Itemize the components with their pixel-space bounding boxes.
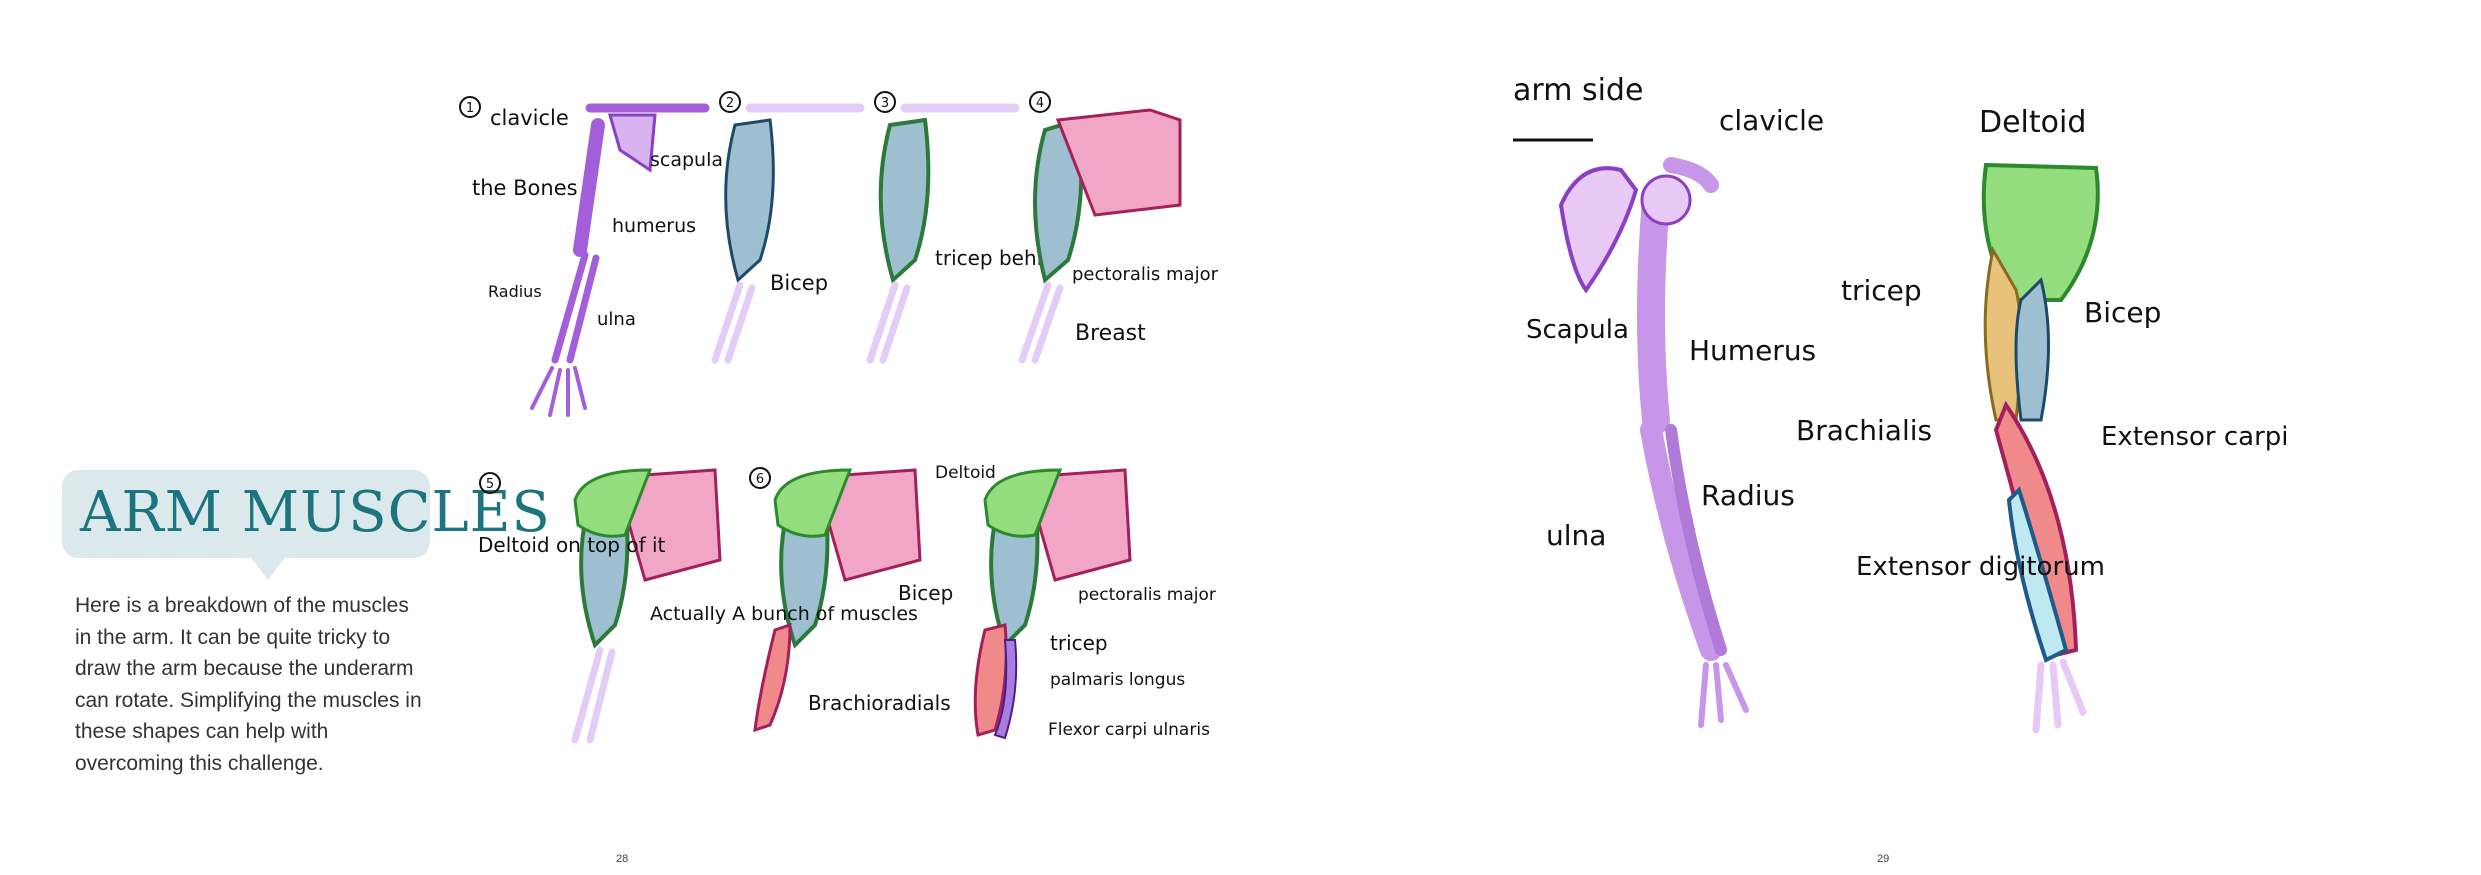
scapula-bone bbox=[608, 113, 657, 173]
radius-bone bbox=[1665, 424, 1727, 656]
forearm-faint bbox=[866, 281, 911, 364]
heading-arm-side: arm side bbox=[1513, 73, 1643, 108]
flexor-muscle bbox=[993, 639, 1018, 740]
step-2-bicep: 2 Bicep bbox=[711, 91, 865, 364]
step-number-badge bbox=[719, 91, 741, 113]
arm-skeleton-side: arm side clavicle Scapula Humerus Radius… bbox=[1513, 73, 1824, 728]
label-ulna: ulna bbox=[597, 309, 636, 330]
left-illustrations: 1 clavicle scapula the Bones humerus Rad… bbox=[459, 91, 1219, 744]
label-scapula: scapula bbox=[650, 149, 723, 171]
label-bicep: Bicep bbox=[2084, 296, 2161, 329]
label-deltoid: Deltoid bbox=[1979, 105, 2086, 140]
label-clavicle: clavicle bbox=[1719, 104, 1824, 137]
hand-bones bbox=[530, 366, 587, 417]
forearm-faint bbox=[571, 646, 616, 744]
step-number: 1 bbox=[466, 101, 474, 116]
clavicle-bone bbox=[1663, 157, 1719, 193]
hand-bones bbox=[1698, 662, 1749, 728]
deltoid-muscle bbox=[983, 468, 1063, 538]
pectoralis-muscle bbox=[1055, 108, 1182, 217]
label-extensor-carpi: Extensor carpi bbox=[2101, 422, 2289, 452]
scapula-bone bbox=[1558, 166, 1639, 294]
humerus-bone bbox=[1637, 186, 1670, 434]
step-number-badge bbox=[479, 472, 501, 494]
label-extensor-digitorum: Extensor digitorum bbox=[1856, 552, 2105, 582]
label-radius: Radius bbox=[1701, 479, 1795, 512]
label-ulna: ulna bbox=[1546, 519, 1606, 552]
step-number-badge bbox=[459, 96, 481, 118]
right-illustrations: arm side clavicle Scapula Humerus Radius… bbox=[1513, 73, 2289, 734]
step-number: 6 bbox=[756, 472, 764, 487]
deltoid-muscle bbox=[1981, 162, 2100, 302]
page-number-left: 28 bbox=[616, 853, 629, 865]
label-pectoralis-major: pectoralis major bbox=[1078, 585, 1216, 605]
step-1-bones: 1 clavicle scapula the Bones humerus Rad… bbox=[459, 96, 723, 417]
label-breast: Breast bbox=[1075, 321, 1146, 346]
label-bunch-of-muscles: Actually A bunch of muscles bbox=[650, 603, 918, 625]
step-number-badge bbox=[874, 91, 896, 113]
forearm-faint bbox=[711, 281, 756, 364]
step-4-pectoralis: 4 pectoralis major Breast bbox=[1018, 91, 1219, 364]
intro-paragraph: Here is a breakdown of the muscles in th… bbox=[75, 594, 422, 775]
label-pectoralis-major: pectoralis major bbox=[1072, 264, 1219, 285]
bicep-muscle bbox=[724, 118, 775, 283]
step-6-forearm: 6 Actually A bunch of muscles bbox=[650, 467, 922, 733]
forearm-bones bbox=[551, 251, 600, 364]
page-number-right: 29 bbox=[1877, 853, 1890, 865]
label-humerus: Humerus bbox=[1689, 334, 1816, 367]
step-number-badge bbox=[1029, 91, 1051, 113]
step-number: 5 bbox=[486, 477, 494, 492]
bicep-muscle bbox=[2014, 277, 2050, 422]
label-scapula: Scapula bbox=[1526, 315, 1629, 345]
deltoid-muscle bbox=[773, 468, 853, 538]
hand-bones bbox=[2032, 658, 2087, 734]
tricep-muscle bbox=[878, 117, 931, 284]
label-humerus: humerus bbox=[612, 215, 696, 237]
step-7-full-arm: Deltoid Bicep pectoralis major tricep pa… bbox=[808, 463, 1216, 740]
label-tricep: tricep bbox=[1050, 631, 1108, 655]
deltoid-muscle bbox=[573, 468, 653, 538]
label-bicep: Bicep bbox=[770, 271, 828, 295]
step-number: 3 bbox=[881, 96, 889, 111]
step-5-deltoid: 5 Deltoid on top of it bbox=[478, 468, 722, 744]
label-brachioradialis: Brachioradials bbox=[808, 691, 951, 715]
label-flexor-carpi-ulnaris: Flexor carpi ulnaris bbox=[1048, 720, 1210, 740]
arm-muscles-side: Deltoid tricep Bicep Brachialis Extensor… bbox=[1796, 105, 2289, 734]
extensor-carpi-muscle bbox=[1993, 400, 2079, 658]
label-radius: Radius bbox=[488, 282, 542, 301]
label-deltoid-on-top: Deltoid on top of it bbox=[478, 533, 666, 557]
label-bicep: Bicep bbox=[898, 581, 953, 605]
extensor-digitorum-muscle bbox=[2006, 486, 2069, 663]
step-number-badge bbox=[749, 467, 771, 489]
humerus-head bbox=[1640, 174, 1692, 226]
label-brachialis: Brachialis bbox=[1796, 414, 1932, 447]
left-page: ARM MUSCLES Here is a breakdown of the m… bbox=[0, 0, 1240, 875]
label-palmaris-longus: palmaris longus bbox=[1050, 670, 1185, 690]
forearm-muscle bbox=[753, 622, 792, 733]
humerus-bone bbox=[573, 118, 605, 257]
label-deltoid: Deltoid bbox=[935, 463, 996, 483]
step-number: 4 bbox=[1036, 96, 1044, 111]
step-number: 2 bbox=[726, 96, 734, 111]
forearm-faint bbox=[1018, 281, 1064, 364]
ulna-bone bbox=[1640, 419, 1722, 661]
label-clavicle: clavicle bbox=[490, 106, 569, 130]
label-the-bones: the Bones bbox=[472, 176, 578, 200]
label-tricep: tricep bbox=[1841, 274, 1922, 307]
right-page: 29 arm side clavicle Scapula Humerus Rad… bbox=[1241, 0, 2481, 875]
